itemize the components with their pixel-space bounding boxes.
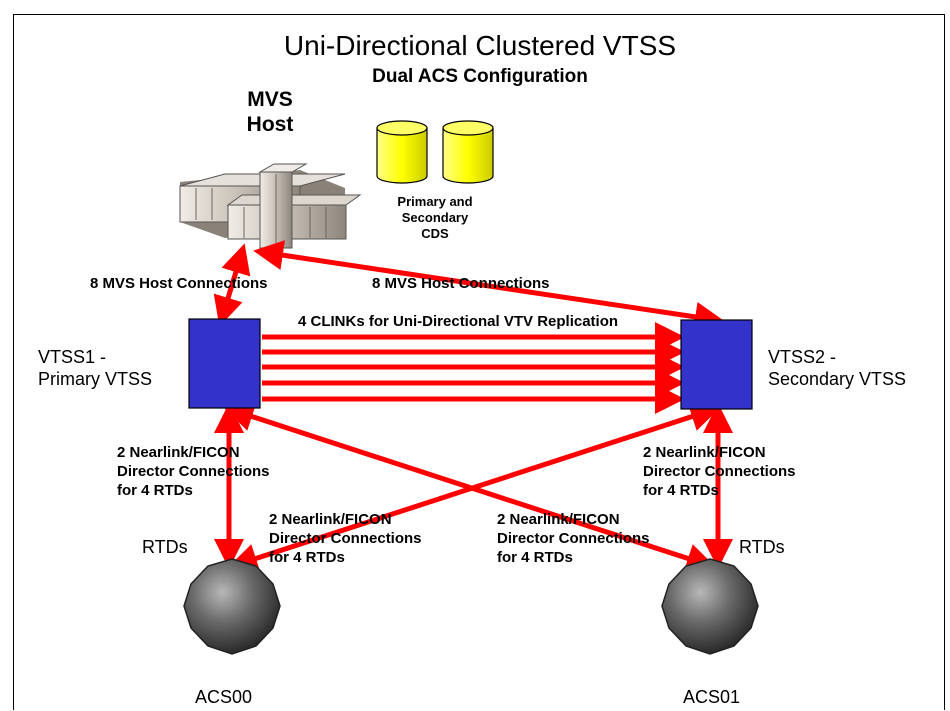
acs01-library-icon — [661, 558, 759, 655]
page-title: Uni-Directional Clustered VTSS — [283, 30, 677, 61]
mvs-host-icon — [179, 163, 362, 249]
host-to-vtss2-link — [253, 240, 725, 332]
vtss2-to-acs00-link — [227, 402, 721, 573]
nearlink-cross-left-label: 2 Nearlink/FICON Director Connections fo… — [269, 511, 422, 566]
connection-links — [213, 240, 733, 573]
clinks-label: 4 CLINKs for Uni-Directional VTV Replica… — [298, 313, 619, 330]
rtds-right-label: RTDs — [739, 537, 785, 557]
mvs-host-label: MVS Host — [246, 88, 294, 136]
cds-label: Primary and Secondary CDS — [397, 194, 473, 241]
nearlink-left-label: 2 Nearlink/FICON Director Connections fo… — [117, 444, 270, 499]
vtss2-box — [680, 319, 753, 410]
nearlink-right-label: 2 Nearlink/FICON Director Connections fo… — [643, 444, 796, 499]
vtss2-label: VTSS2 - Secondary VTSS — [768, 347, 907, 389]
page-subtitle: Dual ACS Configuration — [372, 66, 588, 87]
host-connections-right-label: 8 MVS Host Connections — [372, 275, 550, 292]
nearlink-cross-right-label: 2 Nearlink/FICON Director Connections fo… — [497, 511, 650, 566]
host-to-vtss1-link — [213, 243, 251, 327]
host-connections-left-label: 8 MVS Host Connections — [90, 275, 268, 292]
cds-cylinders-icon — [376, 120, 494, 184]
rtds-left-label: RTDs — [142, 537, 188, 557]
acs00-label: ACS00 — [195, 687, 253, 707]
vtss1-label: VTSS1 - Primary VTSS — [38, 347, 153, 389]
vtss1-box — [188, 318, 261, 409]
acs01-label: ACS01 — [683, 687, 741, 707]
acs00-library-icon — [183, 558, 281, 655]
